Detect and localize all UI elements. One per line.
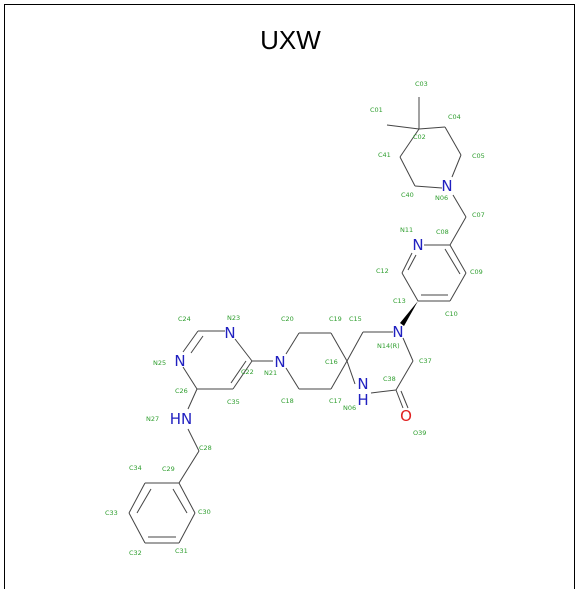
bond bbox=[178, 512, 196, 544]
atom-n06: N bbox=[441, 177, 452, 195]
wedge-bond bbox=[400, 301, 418, 326]
atom-label: N25 bbox=[153, 359, 166, 367]
atom-label: C40 bbox=[401, 191, 414, 199]
atom-label: C38 bbox=[383, 375, 396, 383]
atom-label: C02 bbox=[413, 133, 426, 141]
bond bbox=[172, 488, 188, 514]
atom-o39: O bbox=[400, 407, 412, 425]
atom-label: C33 bbox=[105, 509, 118, 517]
atom-label: C22 bbox=[241, 368, 254, 376]
atom-label: C26 bbox=[175, 387, 188, 395]
atom-label: N06 bbox=[435, 194, 448, 202]
bond bbox=[452, 194, 467, 218]
atom-label: C13 bbox=[393, 297, 406, 305]
bond bbox=[414, 185, 443, 189]
atom-label: N14(R) bbox=[377, 342, 400, 350]
atom-label: C10 bbox=[445, 310, 458, 318]
bond bbox=[232, 360, 253, 390]
atom-label: C16 bbox=[325, 358, 338, 366]
heteroatom-layer: N N N N H O N N N HN bbox=[170, 177, 453, 428]
atom-n21: N bbox=[274, 353, 285, 371]
atom-label: O39 bbox=[413, 429, 426, 437]
atom-label: C32 bbox=[129, 549, 142, 557]
bond bbox=[234, 338, 253, 362]
molecule-structure: N N N N H O N N N HN C03 C01 C04 C02 C41… bbox=[105, 80, 485, 557]
bond bbox=[370, 389, 397, 394]
atom-label: C37 bbox=[419, 357, 432, 365]
diagram-frame: UXW bbox=[4, 4, 575, 589]
atom-label: C18 bbox=[281, 397, 294, 405]
bond bbox=[190, 335, 204, 354]
bond bbox=[330, 360, 348, 390]
atom-label: C12 bbox=[376, 267, 389, 275]
bond bbox=[400, 390, 409, 409]
atom-label: N21 bbox=[264, 369, 277, 377]
atom-n27: HN bbox=[170, 410, 193, 428]
bond bbox=[346, 360, 356, 385]
atom-n11: N bbox=[412, 236, 423, 254]
bond bbox=[178, 450, 200, 484]
bond bbox=[136, 488, 152, 514]
bond-layer bbox=[128, 97, 467, 544]
atom-label: C04 bbox=[448, 113, 461, 121]
atom-label: C41 bbox=[378, 151, 391, 159]
atom-label: C03 bbox=[415, 80, 428, 88]
atom-label: C15 bbox=[349, 315, 362, 323]
bond bbox=[182, 330, 199, 353]
atom-label: C07 bbox=[472, 211, 485, 219]
bond bbox=[399, 156, 416, 187]
bond bbox=[128, 482, 146, 514]
bond bbox=[395, 389, 404, 409]
bond bbox=[449, 216, 467, 246]
bond bbox=[182, 366, 198, 390]
bond bbox=[230, 360, 247, 384]
atom-label: C17 bbox=[329, 397, 342, 405]
atom-label: C24 bbox=[178, 315, 191, 323]
atom-label: C29 bbox=[162, 465, 175, 473]
bond bbox=[402, 337, 414, 362]
atom-label: C30 bbox=[198, 508, 211, 516]
bond bbox=[178, 482, 196, 514]
bond bbox=[399, 128, 420, 158]
bond bbox=[444, 126, 462, 156]
atom-label: C01 bbox=[370, 106, 383, 114]
atom-label: N11 bbox=[400, 226, 413, 234]
atom-label: N27 bbox=[146, 415, 159, 423]
atom-n25: N bbox=[174, 352, 185, 370]
atom-label: C34 bbox=[129, 464, 142, 472]
bond bbox=[395, 360, 414, 391]
bond bbox=[401, 252, 413, 274]
bond bbox=[285, 367, 300, 390]
atom-h06b: H bbox=[357, 391, 368, 409]
atom-label: C28 bbox=[199, 444, 212, 452]
bond bbox=[346, 331, 364, 362]
atom-label: C08 bbox=[436, 228, 449, 236]
bond bbox=[386, 124, 420, 130]
atom-label: C35 bbox=[227, 398, 240, 406]
atom-n23: N bbox=[224, 324, 235, 342]
atom-label: C19 bbox=[329, 315, 342, 323]
bond bbox=[407, 254, 417, 271]
atom-label: C09 bbox=[470, 268, 483, 276]
atom-label: N06 bbox=[343, 404, 356, 412]
bond bbox=[128, 512, 146, 544]
bond bbox=[187, 388, 198, 410]
bond bbox=[451, 154, 462, 178]
atom-n14: N bbox=[392, 323, 403, 341]
bond bbox=[187, 428, 200, 452]
bond bbox=[444, 248, 461, 275]
bond bbox=[401, 272, 419, 302]
bond bbox=[449, 244, 467, 274]
atom-label: C31 bbox=[175, 547, 188, 555]
bond bbox=[449, 272, 467, 302]
bond bbox=[418, 126, 446, 130]
bond bbox=[285, 332, 300, 355]
atom-n06b: N bbox=[357, 375, 368, 393]
molecule-title: UXW bbox=[260, 25, 321, 55]
atom-label: C05 bbox=[472, 152, 485, 160]
bond bbox=[330, 332, 348, 362]
atom-label-layer: C03 C01 C04 C02 C41 C05 C40 N06 C07 N11 … bbox=[105, 80, 485, 557]
atom-label: C20 bbox=[281, 315, 294, 323]
atom-label: N23 bbox=[227, 314, 240, 322]
